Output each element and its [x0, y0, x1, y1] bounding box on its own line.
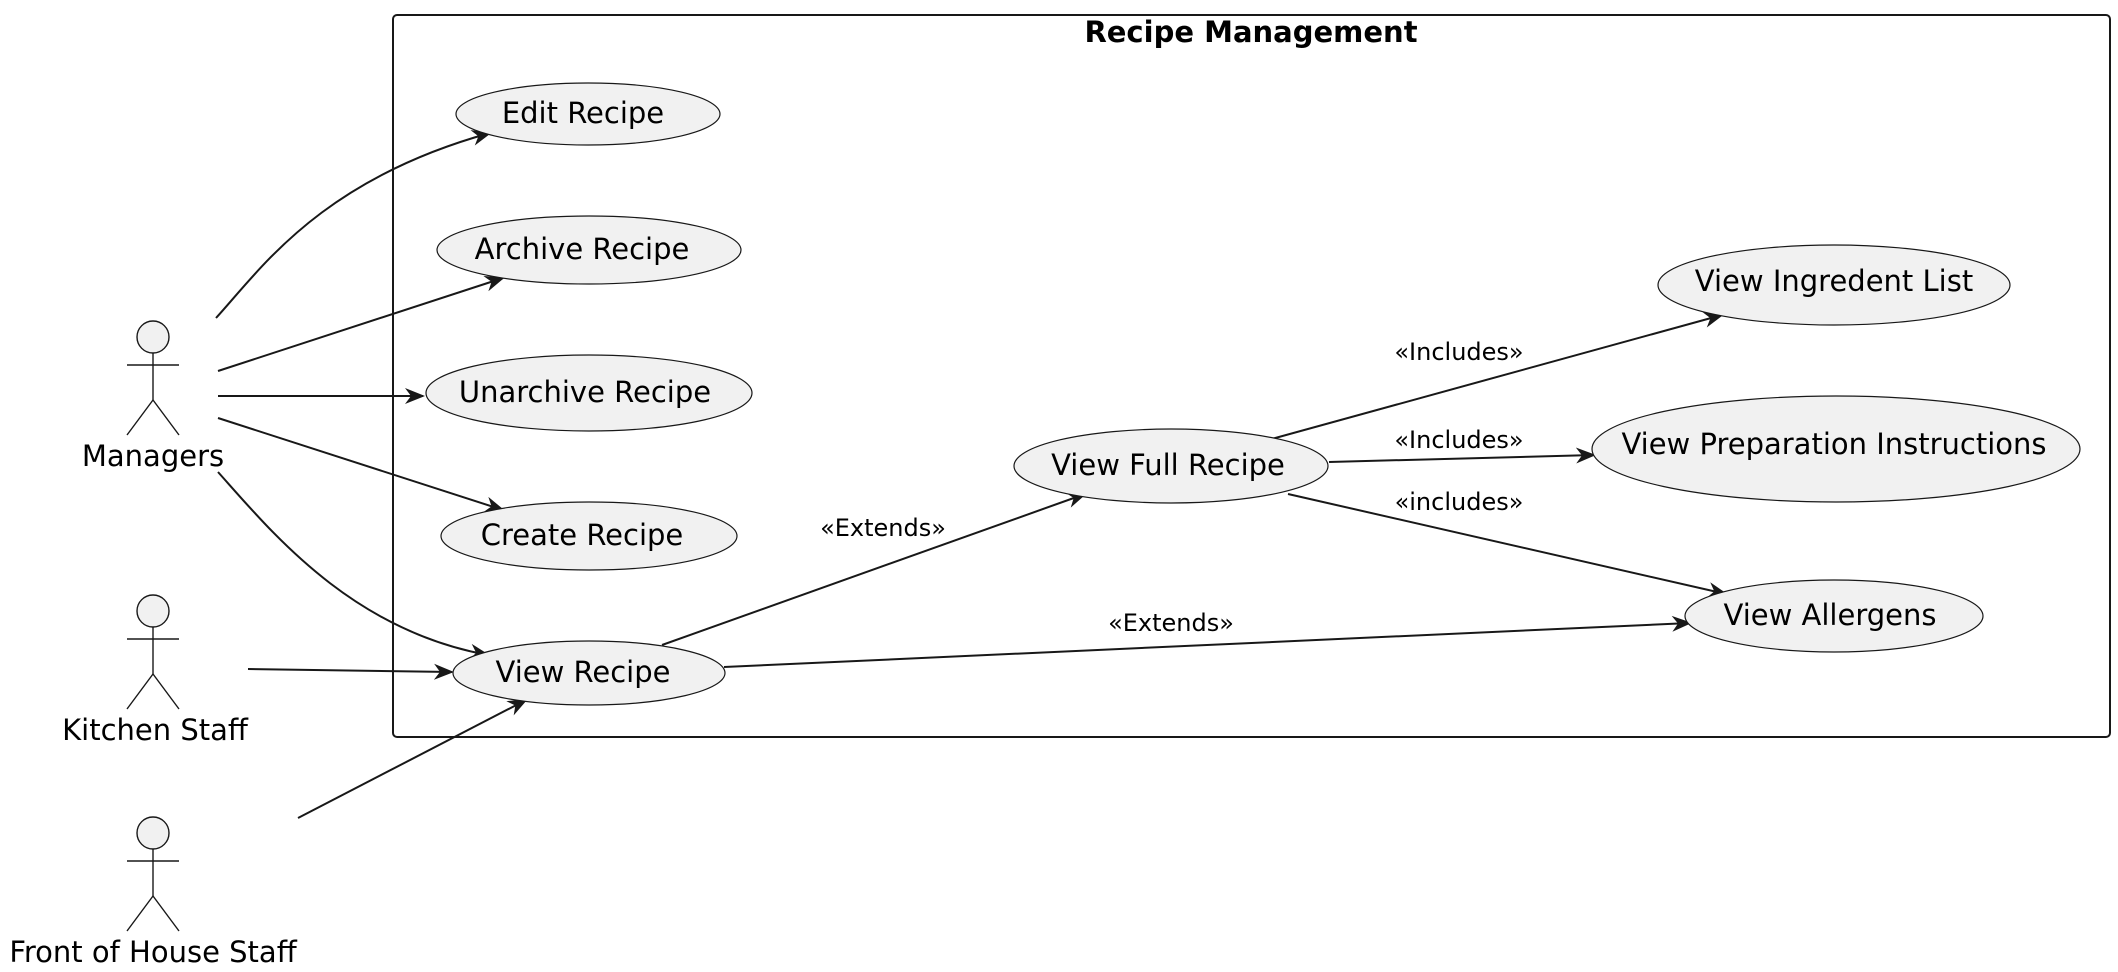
edge-foh-view	[297, 699, 528, 819]
edge-view-full	[661, 492, 1087, 646]
svg-text:View Allergens: View Allergens	[1724, 598, 1937, 632]
edge-kitchen-view	[247, 663, 454, 680]
actor-kitchen-staff-label: Kitchen Staff	[62, 713, 249, 747]
use-case-create-recipe[interactable]: Create Recipe	[440, 501, 738, 571]
svg-text:Unarchive Recipe: Unarchive Recipe	[459, 375, 711, 409]
edge-full-ingredients	[1267, 312, 1724, 441]
stick-figure-icon	[126, 594, 180, 710]
svg-text:View Preparation Instructions: View Preparation Instructions	[1621, 427, 2046, 461]
actor-managers-label: Managers	[82, 439, 224, 473]
edge-full-preparation	[1328, 447, 1596, 464]
edge-managers-edit	[215, 130, 492, 319]
label-includes-allergens: «includes»	[1395, 488, 1524, 516]
use-case-view-ingredient-list[interactable]: View Ingredent List	[1657, 244, 2011, 326]
edge-full-allergens	[1287, 493, 1728, 598]
system-boundary	[392, 14, 2111, 738]
label-includes-ingredients: «Includes»	[1394, 338, 1523, 366]
label-extends-full: «Extends»	[820, 514, 946, 542]
label-includes-preparation: «Includes»	[1394, 426, 1523, 454]
actor-front-of-house-staff[interactable]: Front of House Staff	[9, 816, 298, 969]
stick-figure-icon	[126, 320, 180, 436]
use-case-archive-recipe[interactable]: Archive Recipe	[436, 215, 742, 285]
svg-text:Archive Recipe: Archive Recipe	[475, 232, 690, 266]
actor-front-of-house-label: Front of House Staff	[9, 935, 297, 969]
svg-text:View Recipe: View Recipe	[496, 655, 671, 689]
use-case-view-preparation-instructions[interactable]: View Preparation Instructions	[1591, 395, 2081, 503]
system-title: Recipe Management	[1084, 15, 1417, 49]
svg-text:Edit Recipe: Edit Recipe	[502, 96, 664, 130]
use-case-edit-recipe[interactable]: Edit Recipe	[455, 82, 721, 146]
svg-text:View Ingredent List: View Ingredent List	[1695, 264, 1973, 298]
actor-managers[interactable]: Managers	[82, 320, 224, 473]
stick-figure-icon	[126, 816, 180, 932]
use-case-view-full-recipe[interactable]: View Full Recipe	[1013, 428, 1329, 504]
svg-text:View Full Recipe: View Full Recipe	[1051, 448, 1285, 482]
use-case-view-recipe[interactable]: View Recipe	[452, 640, 726, 706]
edge-view-allergens	[723, 615, 1692, 668]
svg-text:Create Recipe: Create Recipe	[481, 518, 684, 552]
edge-managers-archive	[217, 275, 505, 372]
edge-managers-create	[217, 417, 505, 513]
edge-managers-view	[217, 471, 490, 660]
label-extends-allergens: «Extends»	[1108, 609, 1234, 637]
use-case-unarchive-recipe[interactable]: Unarchive Recipe	[425, 354, 753, 432]
use-case-view-allergens[interactable]: View Allergens	[1684, 579, 1984, 653]
actor-kitchen-staff[interactable]: Kitchen Staff	[62, 594, 249, 747]
